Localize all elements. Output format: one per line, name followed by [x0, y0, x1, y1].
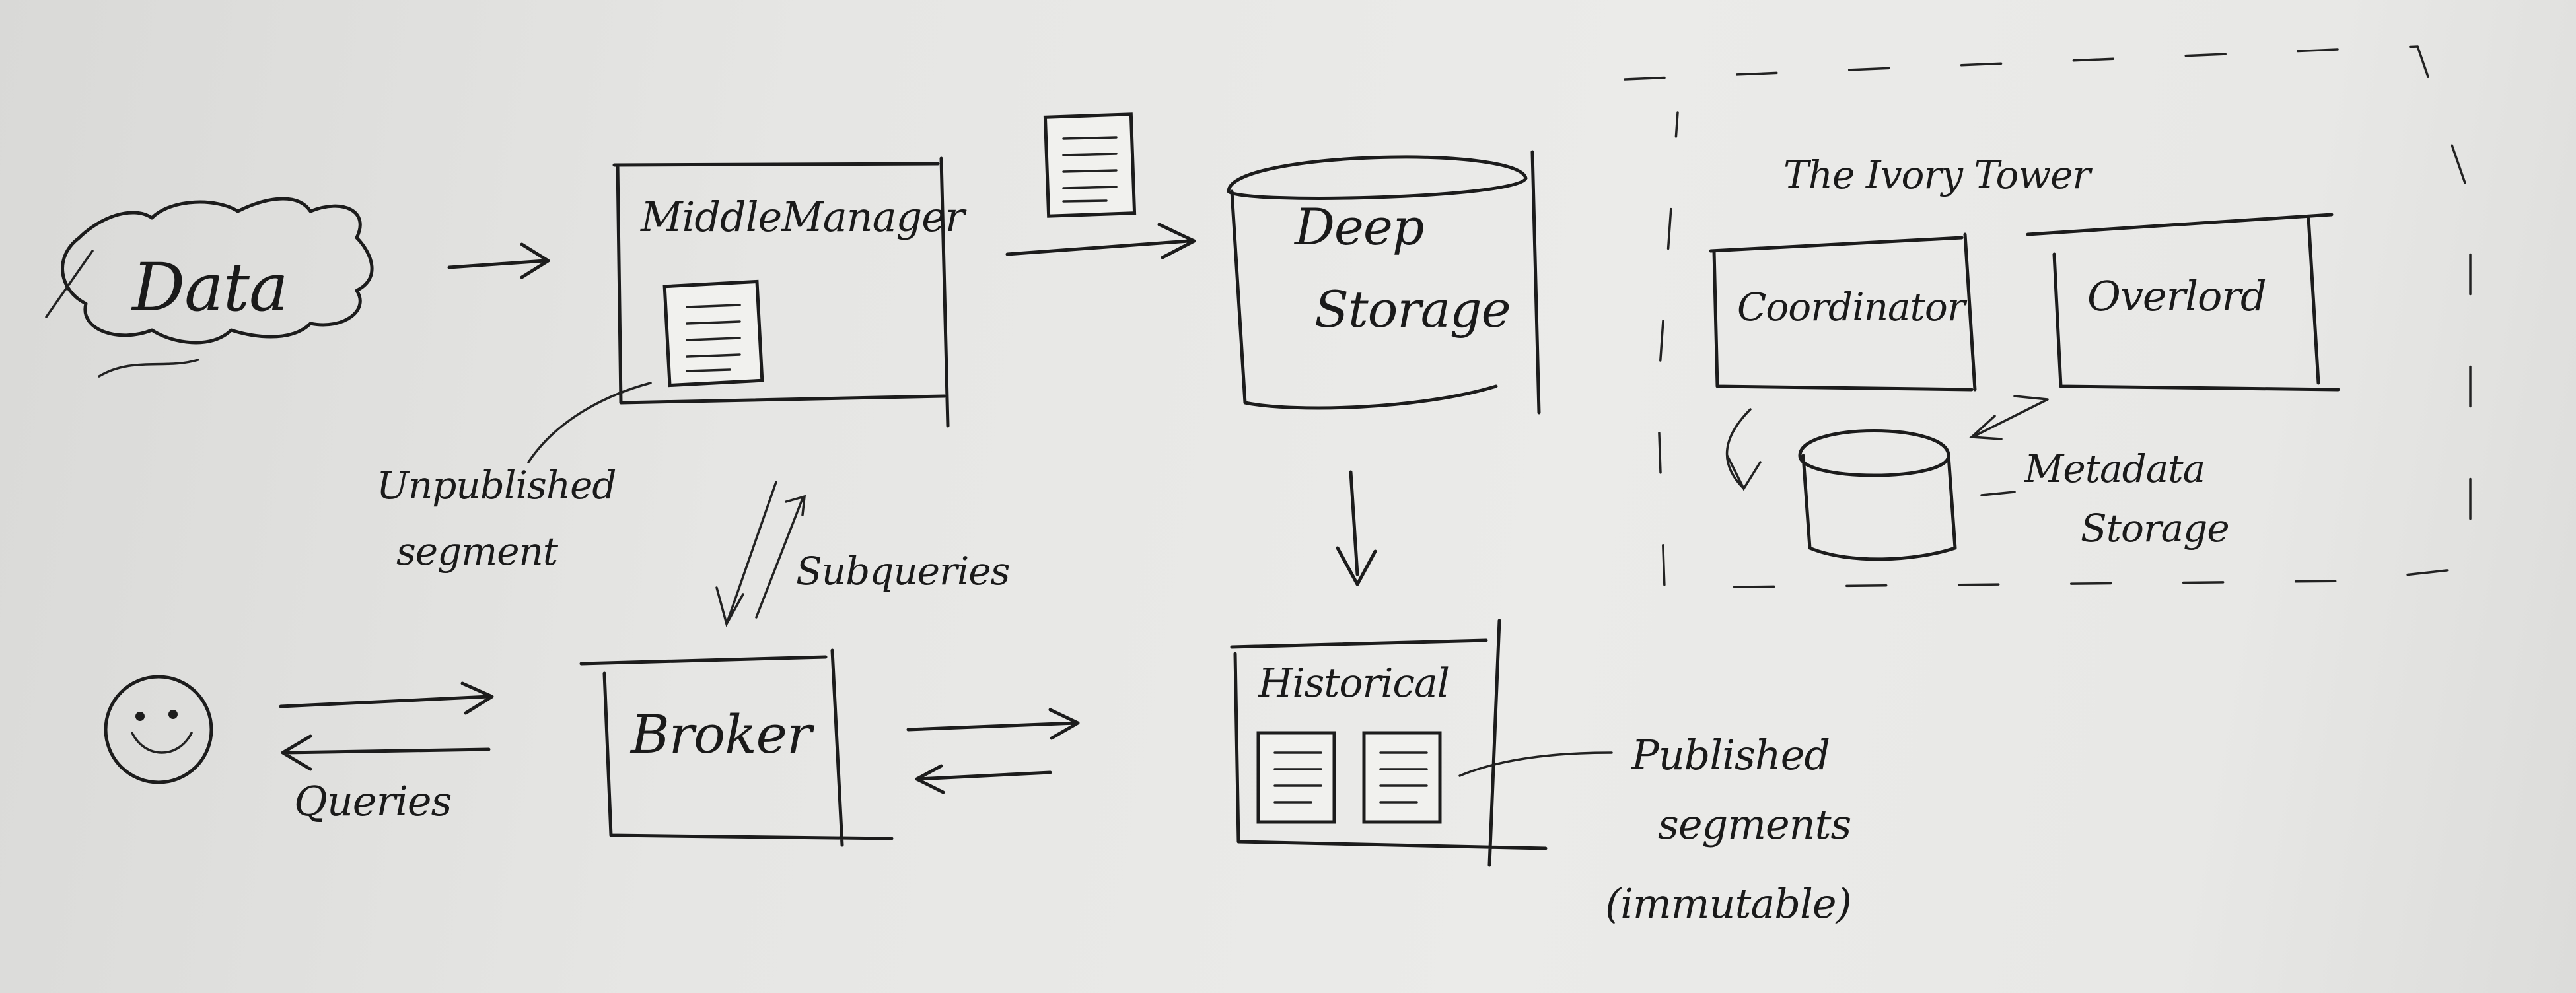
arrow-deepstorage-to-historical	[1336, 470, 1377, 586]
subqueries-arrows	[715, 481, 806, 627]
coordinator-metadata-link	[1725, 408, 1762, 491]
unpublished-pointer	[527, 382, 652, 463]
overlord-metadata-link	[1968, 395, 2049, 440]
deep-storage-cylinder	[1227, 150, 1541, 415]
arrow-client-to-broker	[279, 681, 494, 715]
deep-storage-label-line1: Deep	[1293, 197, 1424, 256]
coordinator-box	[1709, 232, 1977, 392]
broker-label: Broker	[629, 704, 815, 765]
published-pointer	[1458, 751, 1613, 777]
ivory-tower-boundary	[1624, 45, 2472, 589]
arrow-broker-to-client	[281, 734, 491, 771]
segment-in-transit-doc-icon	[1043, 112, 1137, 218]
published-segment-doc-icon-1	[1256, 731, 1336, 824]
metadata-storage-cylinder	[1798, 429, 1957, 561]
arrow-middlemanager-to-deepstorage	[1005, 223, 1196, 259]
subqueries-label: Subqueries	[796, 549, 1009, 594]
data-squiggle-bottom	[98, 359, 199, 378]
middlemanager-node: MiddleManager	[612, 156, 968, 428]
data-squiggle-top	[45, 250, 94, 318]
deep-storage-label-line2: Storage	[1314, 280, 1511, 339]
arrow-historical-to-broker	[915, 764, 1052, 794]
arrow-broker-to-historical	[906, 708, 1080, 740]
middlemanager-label: MiddleManager	[640, 193, 967, 241]
published-label-line1: Published	[1631, 731, 1830, 779]
client-user	[104, 675, 213, 784]
data-label: Data	[131, 249, 288, 326]
published-label-line2: segments	[1658, 800, 1851, 848]
overlord-node: Overlord	[2026, 213, 2340, 392]
ivory-tower-label: The Ivory Tower	[1783, 153, 2093, 197]
ivory-tower-group: The Ivory Tower Coordinator Overlord Met…	[1624, 45, 2472, 589]
coordinator-label: Coordinator	[1737, 285, 1968, 329]
data-source: Data	[45, 197, 374, 378]
broker-box	[579, 648, 894, 847]
published-label-line3: (immutable)	[1605, 879, 1851, 928]
smiley-face-icon	[104, 675, 213, 784]
overlord-label: Overlord	[2087, 272, 2266, 320]
historical-node: Historical	[1230, 619, 1548, 867]
overlord-box	[2026, 213, 2340, 392]
metadata-storage-label-line2: Storage	[2081, 506, 2229, 551]
middlemanager-box	[612, 156, 950, 428]
unpublished-segment-doc-icon	[662, 279, 764, 388]
unpublished-label-line2: segment	[396, 529, 559, 574]
coordinator-node: Coordinator	[1709, 232, 1977, 392]
unpublished-label-line1: Unpublished	[376, 463, 616, 508]
arrow-data-to-middlemanager	[447, 242, 550, 279]
published-segment-doc-icon-2	[1362, 731, 1442, 824]
broker-node: Broker	[579, 648, 894, 847]
queries-label: Queries	[294, 777, 451, 825]
metadata-storage-node: Metadata Storage	[1798, 429, 2230, 561]
deep-storage-node: Deep Storage	[1227, 150, 1541, 415]
historical-box	[1230, 619, 1548, 867]
metadata-storage-label-line1: Metadata	[2024, 446, 2205, 491]
historical-label: Historical	[1258, 660, 1449, 706]
data-cloud-outline	[61, 197, 374, 345]
